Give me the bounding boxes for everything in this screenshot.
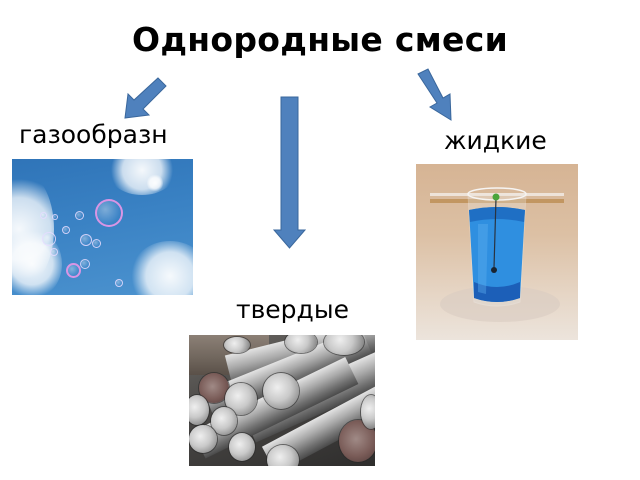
label-liquid: жидкие <box>444 126 547 155</box>
label-gaseous: газообразн <box>19 120 168 149</box>
solid-metal-bars-image <box>189 335 375 466</box>
arrow-down-icon <box>272 96 307 249</box>
label-solid: твердые <box>236 295 349 324</box>
arrow-down-right-icon <box>417 68 452 121</box>
gas-bubbles-image <box>12 159 193 295</box>
slide-title: Однородные смеси <box>131 20 509 59</box>
liquid-beaker-image <box>416 164 578 340</box>
arrow-down-left-icon <box>124 77 167 119</box>
